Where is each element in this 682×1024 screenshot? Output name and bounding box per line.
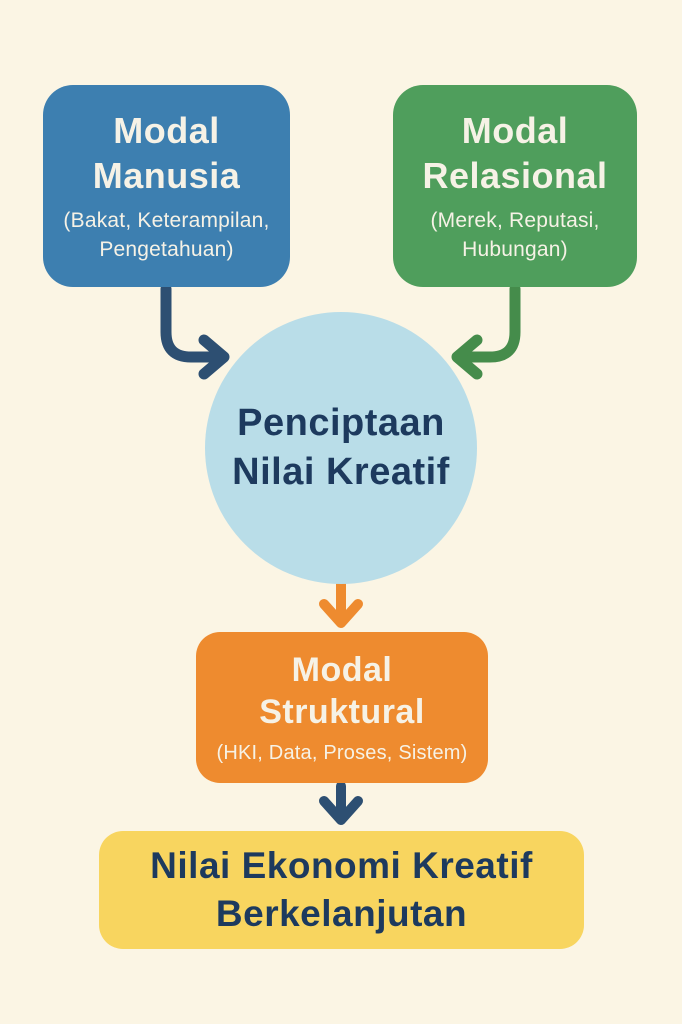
arrow-structural-to-outcome	[319, 781, 363, 825]
node-modal-manusia: Modal Manusia (Bakat, Keterampilan, Peng…	[43, 85, 290, 287]
node-modal-relasional-title: Modal Relasional	[422, 110, 608, 197]
arrow-relational-to-creation	[451, 283, 521, 380]
node-penciptaan-nilai-kreatif: Penciptaan Nilai Kreatif	[205, 312, 477, 584]
node-modal-struktural-title: Modal Struktural	[259, 650, 425, 732]
node-modal-relasional-subtitle: (Merek, Reputasi, Hubungan)	[430, 209, 600, 261]
node-modal-struktural: Modal Struktural (HKI, Data, Proses, Sis…	[196, 632, 488, 783]
node-penciptaan-nilai-kreatif-title: Penciptaan Nilai Kreatif	[232, 401, 450, 493]
node-nilai-ekonomi-kreatif-berkelanjutan-title: Nilai Ekonomi Kreatif Berkelanjutan	[150, 844, 533, 934]
node-modal-manusia-title: Modal Manusia	[92, 110, 241, 197]
node-modal-manusia-subtitle: (Bakat, Keterampilan, Pengetahuan)	[63, 209, 270, 261]
node-nilai-ekonomi-kreatif-berkelanjutan: Nilai Ekonomi Kreatif Berkelanjutan	[99, 831, 584, 949]
node-modal-struktural-subtitle: (HKI, Data, Proses, Sistem)	[216, 741, 468, 764]
arrow-creation-to-structural	[319, 579, 363, 628]
arrow-human-to-creation	[160, 283, 230, 380]
node-modal-relasional: Modal Relasional (Merek, Reputasi, Hubun…	[393, 85, 637, 287]
